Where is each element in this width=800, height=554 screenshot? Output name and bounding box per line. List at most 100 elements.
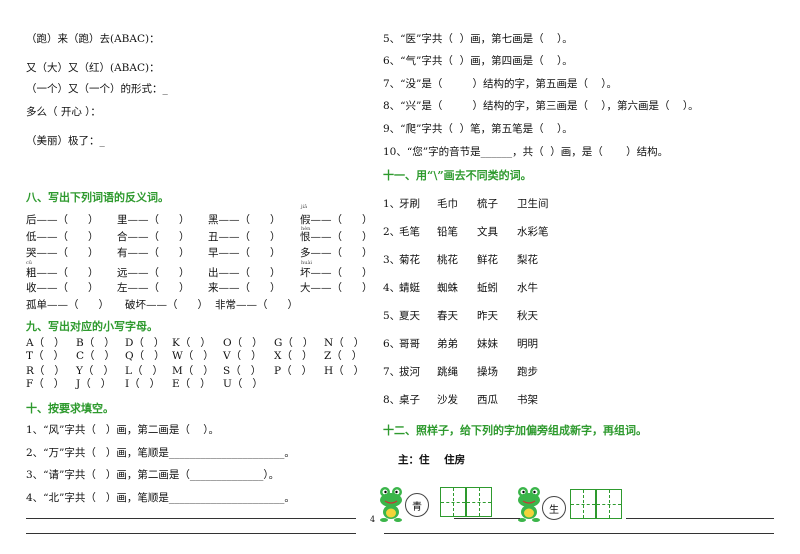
letter-Q: Q（ ） — [125, 350, 165, 362]
odd-row-6-w1: 哥哥 — [399, 338, 420, 350]
antonym-5-1: 收——（ ） — [26, 282, 99, 294]
fill-item-10: 10、“您”字的音节是______，共（ ）画，是（ ）结构。 — [383, 146, 669, 158]
fill-item-7: 7、“没”是（ ）结构的字，第五画是（ ）。 — [383, 78, 618, 90]
letter-P: P（ ） — [274, 365, 313, 377]
letter-L: L（ ） — [125, 365, 163, 377]
odd-row-7-w2: 跳绳 — [437, 366, 458, 378]
page-number: 4 — [370, 515, 376, 524]
pinyin-hen: hèn — [301, 226, 311, 232]
letter-X: X（ ） — [274, 350, 313, 362]
left-line-3: （一个）又（一个）的形式：_ — [26, 83, 168, 95]
odd-row-4-w4: 水牛 — [517, 282, 538, 294]
letter-U: U（ ） — [223, 378, 263, 390]
bottom-line-right-a — [454, 518, 520, 519]
odd-row-2-w1: 毛笔 — [399, 226, 420, 238]
writing-grid-box[interactable] — [440, 487, 466, 517]
bottom-line-right-2 — [384, 533, 774, 534]
odd-row-1-num: 1、 — [383, 198, 401, 210]
fill-item-6: 6、“气”字共（ ）画，第四画是（ ）。 — [383, 55, 573, 67]
antonym-4-2: 远——（ ） — [117, 267, 190, 279]
fill-item-5: 5、“医”字共（ ）画，第七画是（ ）。 — [383, 33, 573, 45]
odd-row-5-w4: 秋天 — [517, 310, 538, 322]
odd-row-7-w1: 拔河 — [399, 366, 420, 378]
letter-G: G（ ） — [274, 337, 314, 349]
odd-row-7-w3: 操场 — [477, 366, 498, 378]
odd-row-4-w3: 蚯蚓 — [477, 282, 498, 294]
fill-item-2: 2、“万”字共（ ）画，笔顺是______________________。 — [26, 447, 295, 459]
letter-V: V（ ） — [223, 350, 262, 362]
antonym-2-1: 低——（ ） — [26, 231, 99, 243]
letter-C: C（ ） — [76, 350, 116, 362]
antonym-1-2: 里——（ ） — [117, 214, 190, 226]
bottom-line-left-2 — [26, 533, 356, 534]
writing-grid-box[interactable] — [596, 489, 622, 519]
antonym-2-4: 恨——（ ） — [300, 231, 373, 243]
pinyin-huai: huài — [301, 260, 313, 266]
antonym-4-3: 出——（ ） — [208, 267, 281, 279]
letter-R: R（ ） — [26, 365, 65, 377]
odd-row-8-w1: 桌子 — [399, 394, 420, 406]
antonym-3-2: 有——（ ） — [117, 247, 190, 259]
antonym-2-2: 合——（ ） — [117, 231, 190, 243]
fill-item-9: 9、“爬”字共（ ）笔，第五笔是（ ）。 — [383, 123, 573, 135]
fill-item-3: 3、“请”字共（ ）画，第二画是（______________）。 — [26, 469, 280, 481]
letter-T: T（ ） — [26, 350, 65, 362]
odd-row-3-w4: 梨花 — [517, 254, 538, 266]
letter-J: J（ ） — [76, 378, 112, 390]
frog-icon — [380, 487, 402, 522]
letter-O: O（ ） — [223, 337, 263, 349]
odd-row-2-w2: 铅笔 — [437, 226, 458, 238]
odd-row-2-w3: 文具 — [477, 226, 498, 238]
section-8-title: 八、写出下列词语的反义词。 — [26, 191, 169, 204]
bottom-line-right-b — [626, 518, 774, 519]
antonym-6-2: 破坏——（ ） — [125, 299, 209, 311]
odd-row-8-w4: 书架 — [517, 394, 538, 406]
frog-icon — [518, 487, 540, 522]
writing-grid-box[interactable] — [570, 489, 596, 519]
letter-M: M（ ） — [172, 365, 214, 377]
odd-row-6-w4: 明明 — [517, 338, 538, 350]
odd-row-1-w3: 梳子 — [477, 198, 498, 210]
odd-row-7-num: 7、 — [383, 366, 401, 378]
letter-H: H（ ） — [324, 365, 365, 377]
letter-D: D（ ） — [125, 337, 165, 349]
letter-I: I（ ） — [125, 378, 161, 390]
odd-row-7-w4: 跑步 — [517, 366, 538, 378]
char-circle-qing: 青 — [405, 493, 429, 517]
letter-B: B（ ） — [76, 337, 115, 349]
odd-row-3-w2: 桃花 — [437, 254, 458, 266]
odd-row-4-num: 4、 — [383, 282, 401, 294]
odd-row-5-w3: 昨天 — [477, 310, 498, 322]
fill-item-4: 4、“北”字共（ ）画，笔顺是______________________。 — [26, 492, 295, 504]
antonym-3-3: 早——（ ） — [208, 247, 281, 259]
odd-row-2-num: 2、 — [383, 226, 401, 238]
letter-E: E（ ） — [172, 378, 211, 390]
left-line-1: （跑）来（跑）去(ABAC)： — [26, 33, 160, 45]
antonym-6-3: 非常——（ ） — [215, 299, 299, 311]
odd-row-4-w2: 蜘蛛 — [437, 282, 458, 294]
pinyin-jia: jiǎ — [301, 204, 308, 210]
antonym-3-4: 多——（ ） — [300, 247, 373, 259]
antonym-5-4: 大——（ ） — [300, 282, 373, 294]
odd-row-4-w1: 蜻蜓 — [399, 282, 420, 294]
odd-row-5-w1: 夏天 — [399, 310, 420, 322]
letter-A: A（ ） — [26, 337, 65, 349]
antonym-1-3: 黑——（ ） — [208, 214, 281, 226]
odd-row-1-w2: 毛巾 — [437, 198, 458, 210]
left-line-2: 又（大）又（红）(ABAC)： — [26, 62, 160, 74]
pinyin-cu: cū — [26, 260, 33, 266]
antonym-2-3: 丑——（ ） — [208, 231, 281, 243]
odd-row-6-num: 6、 — [383, 338, 401, 350]
odd-row-2-w4: 水彩笔 — [517, 226, 549, 238]
antonym-3-1: 哭——（ ） — [26, 247, 99, 259]
letter-W: W（ ） — [172, 350, 214, 362]
odd-row-6-w3: 妹妹 — [477, 338, 498, 350]
fill-item-1: 1、“风”字共（ ）画，第二画是（ ）。 — [26, 424, 220, 436]
section-10-title: 十、按要求填空。 — [26, 402, 114, 415]
writing-grid-box[interactable] — [466, 487, 492, 517]
left-line-5: （美丽）极了：_ — [26, 135, 105, 147]
odd-row-3-num: 3、 — [383, 254, 401, 266]
odd-row-8-num: 8、 — [383, 394, 401, 406]
odd-row-6-w2: 弟弟 — [437, 338, 458, 350]
odd-row-1-w4: 卫生间 — [517, 198, 549, 210]
